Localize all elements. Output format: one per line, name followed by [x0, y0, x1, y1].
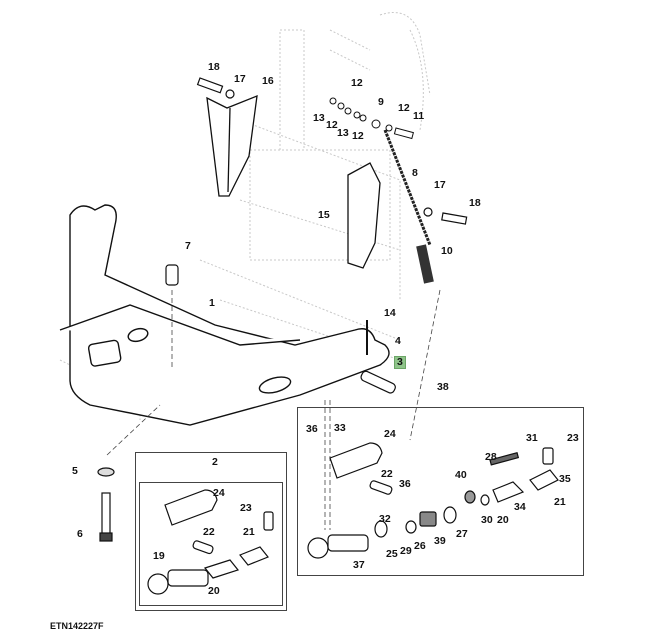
- callout-21: 21: [554, 496, 566, 508]
- callout-25: 25: [386, 548, 398, 560]
- callout-23: 23: [240, 502, 252, 514]
- callout-35: 35: [559, 473, 571, 485]
- callout-19: 19: [153, 550, 165, 562]
- callout-24: 24: [213, 487, 225, 499]
- part-10-spring: [416, 244, 434, 284]
- callout-23: 23: [567, 432, 579, 444]
- callout-12: 12: [352, 130, 364, 142]
- callout-8: 8: [412, 167, 418, 179]
- part-16-bracket: [206, 94, 258, 197]
- callout-20: 20: [208, 585, 220, 597]
- figure-id-label: ETN142227F: [50, 621, 104, 631]
- part-3-pin: [360, 370, 396, 394]
- callout-4: 4: [395, 335, 401, 347]
- callout-18: 18: [469, 197, 481, 209]
- sub-assembly-38-parts: [307, 442, 559, 559]
- callout-16: 16: [262, 75, 274, 87]
- callout-24: 24: [384, 428, 396, 440]
- callout-36: 36: [306, 423, 318, 435]
- callout-22: 22: [203, 526, 215, 538]
- callout-17: 17: [234, 73, 246, 85]
- callout-6: 6: [77, 528, 83, 540]
- callout-7: 7: [185, 240, 191, 252]
- sub-assembly-38-box: [297, 407, 584, 576]
- part-18-bolt-right: [423, 207, 468, 225]
- callout-9: 9: [378, 96, 384, 108]
- callout-14: 14: [384, 307, 396, 319]
- callout-40: 40: [455, 469, 467, 481]
- part-6-bolt: [101, 492, 111, 536]
- dashed-leaders: [106, 289, 441, 530]
- sub-assembly-2-parts: [147, 489, 274, 595]
- callout-33: 33: [334, 422, 346, 434]
- part-6-bolt-head: [99, 532, 113, 542]
- callout-22: 22: [381, 468, 393, 480]
- part-18-bolt: [196, 77, 235, 99]
- sub-assembly-2-outer-box: [135, 452, 287, 611]
- callout-13: 13: [313, 112, 325, 124]
- callout-30: 30: [481, 514, 493, 526]
- callout-29: 29: [400, 545, 412, 557]
- callout-20: 20: [497, 514, 509, 526]
- callout-10: 10: [441, 245, 453, 257]
- callout-13: 13: [337, 127, 349, 139]
- callout-5: 5: [72, 465, 78, 477]
- callout-36: 36: [399, 478, 411, 490]
- callout-31: 31: [526, 432, 538, 444]
- callout-38: 38: [437, 381, 449, 393]
- sub-assembly-2-inner-box: [139, 482, 283, 606]
- callout-11: 11: [413, 110, 425, 122]
- part-15-bracket: [347, 162, 381, 269]
- callout-2: 2: [212, 456, 218, 468]
- callout-3[interactable]: 3: [394, 356, 406, 369]
- part-1-front-frame: [59, 204, 390, 426]
- callout-12: 12: [351, 77, 363, 89]
- callout-32: 32: [379, 513, 391, 525]
- part-7-pin: [165, 264, 179, 286]
- callout-28: 28: [485, 451, 497, 463]
- callout-27: 27: [456, 528, 468, 540]
- callout-26: 26: [414, 540, 426, 552]
- hardware-stack: [329, 97, 414, 140]
- callout-18: 18: [208, 61, 220, 73]
- callout-1: 1: [209, 297, 215, 309]
- callout-12: 12: [326, 119, 338, 131]
- part-8-chain: [383, 129, 432, 246]
- part-5-washer: [97, 467, 115, 477]
- callout-17: 17: [434, 179, 446, 191]
- callout-39: 39: [434, 535, 446, 547]
- callout-15: 15: [318, 209, 330, 221]
- callout-37: 37: [353, 559, 365, 571]
- callout-12: 12: [398, 102, 410, 114]
- callout-34: 34: [514, 501, 526, 513]
- callout-21: 21: [243, 526, 255, 538]
